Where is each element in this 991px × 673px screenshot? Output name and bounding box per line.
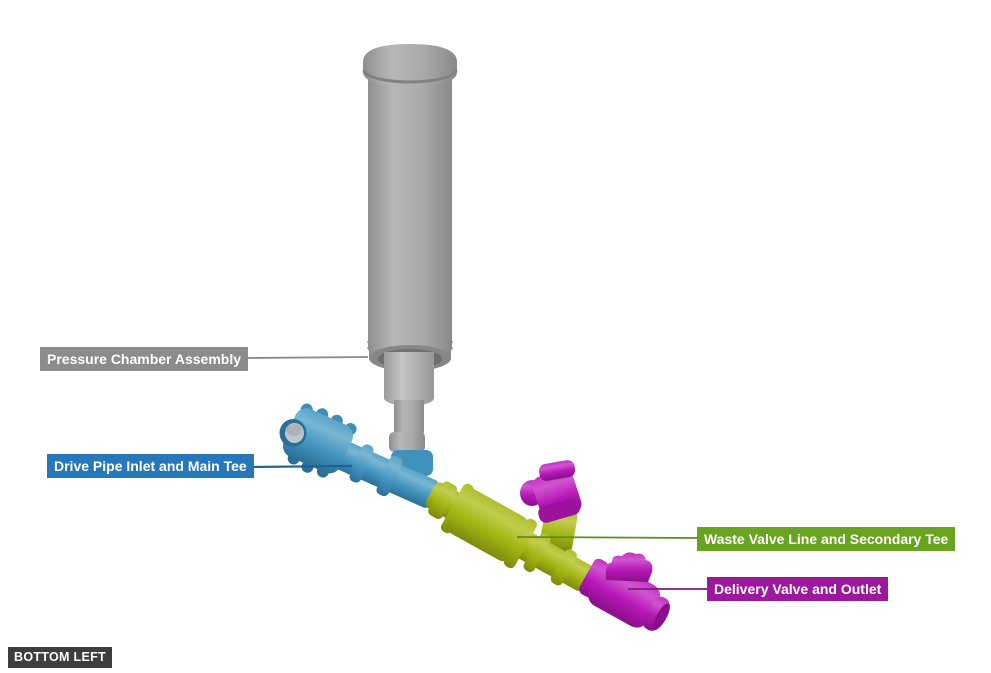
- pipe-ridge: [349, 444, 374, 483]
- outlet-ring: [643, 596, 670, 631]
- view-orientation-tag: BOTTOM LEFT: [8, 647, 112, 668]
- cap-rim: [362, 69, 458, 84]
- coupling-ring: [503, 518, 538, 569]
- leader-waste-valve-line: [516, 536, 698, 539]
- part-waste-valve-line-3d[interactable]: [417, 470, 601, 604]
- callout-drive-pipe: Drive Pipe Inlet and Main Tee: [47, 454, 254, 478]
- pipe-ridge: [376, 455, 403, 497]
- part-pressure-chamber-3d[interactable]: [362, 44, 458, 452]
- pipe-ridge: [428, 481, 458, 519]
- secondary-tee-body: [446, 488, 529, 562]
- chamber-body: [368, 74, 452, 348]
- leader-drive-pipe: [247, 464, 353, 469]
- waste-valve-cap: [538, 460, 576, 481]
- valve-handle: [605, 552, 653, 582]
- chamber-cap: [363, 44, 457, 86]
- outlet-face: [652, 603, 670, 631]
- reducer-step-2: [394, 400, 424, 438]
- reducer-step-1: [384, 352, 434, 406]
- reducer-collar: [389, 432, 425, 452]
- callout-pressure-chamber: Pressure Chamber Assembly: [40, 347, 249, 371]
- part-drive-pipe-3d[interactable]: [276, 399, 449, 524]
- leader-pressure-chamber: [245, 356, 369, 359]
- part-waste-valve-3d[interactable]: [520, 459, 584, 524]
- inlet-bore-shadow: [286, 424, 302, 436]
- pipe-ridge: [550, 549, 577, 586]
- callout-waste-valve-line: Waste Valve Line and Secondary Tee: [697, 527, 956, 551]
- delivery-socket: [579, 558, 609, 598]
- waste-valve-collar: [538, 498, 581, 523]
- part-delivery-valve-3d[interactable]: [575, 552, 677, 639]
- callout-delivery-valve: Delivery Valve and Outlet: [707, 577, 889, 601]
- pipe-ridge: [523, 533, 551, 573]
